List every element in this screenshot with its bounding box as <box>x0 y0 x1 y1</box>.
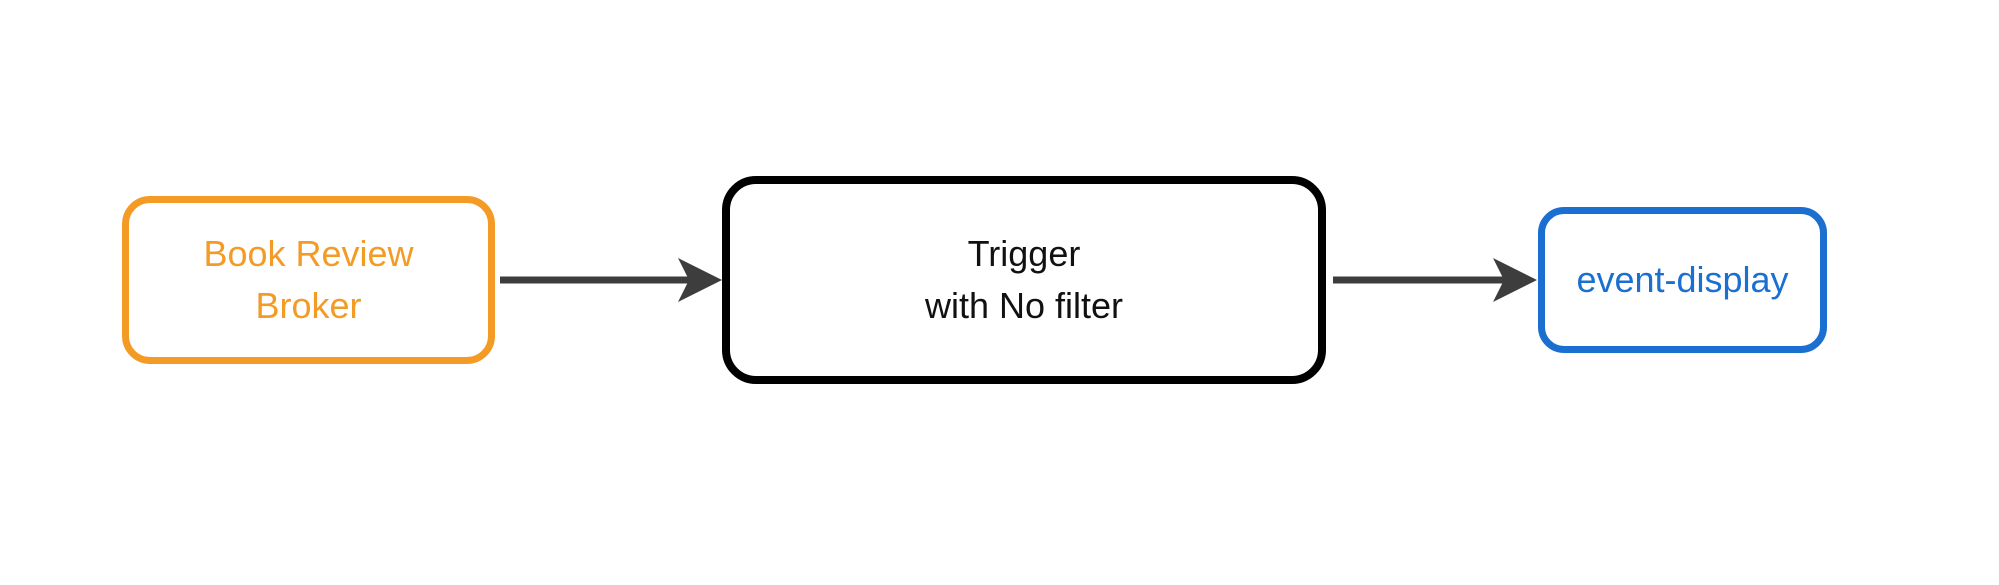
edge-broker-to-trigger-arrowhead-icon <box>678 258 722 302</box>
edge-broker-to-trigger <box>500 258 722 302</box>
node-book-review-broker: Book Review Broker <box>122 196 495 364</box>
node-book-review-broker-label-line-2: Broker <box>255 285 362 326</box>
edge-trigger-to-event-display-arrowhead-icon <box>1493 258 1537 302</box>
node-book-review-broker-label-line-1: Book Review <box>203 232 414 274</box>
node-trigger: Trigger with No filter <box>722 176 1326 384</box>
node-event-display: event-display <box>1538 207 1827 353</box>
edge-trigger-to-event-display <box>1333 258 1537 302</box>
node-trigger-label-line-2: with No filter <box>924 285 1124 326</box>
node-event-display-label: event-display <box>1576 258 1789 300</box>
node-trigger-label-line-1: Trigger <box>967 232 1081 274</box>
